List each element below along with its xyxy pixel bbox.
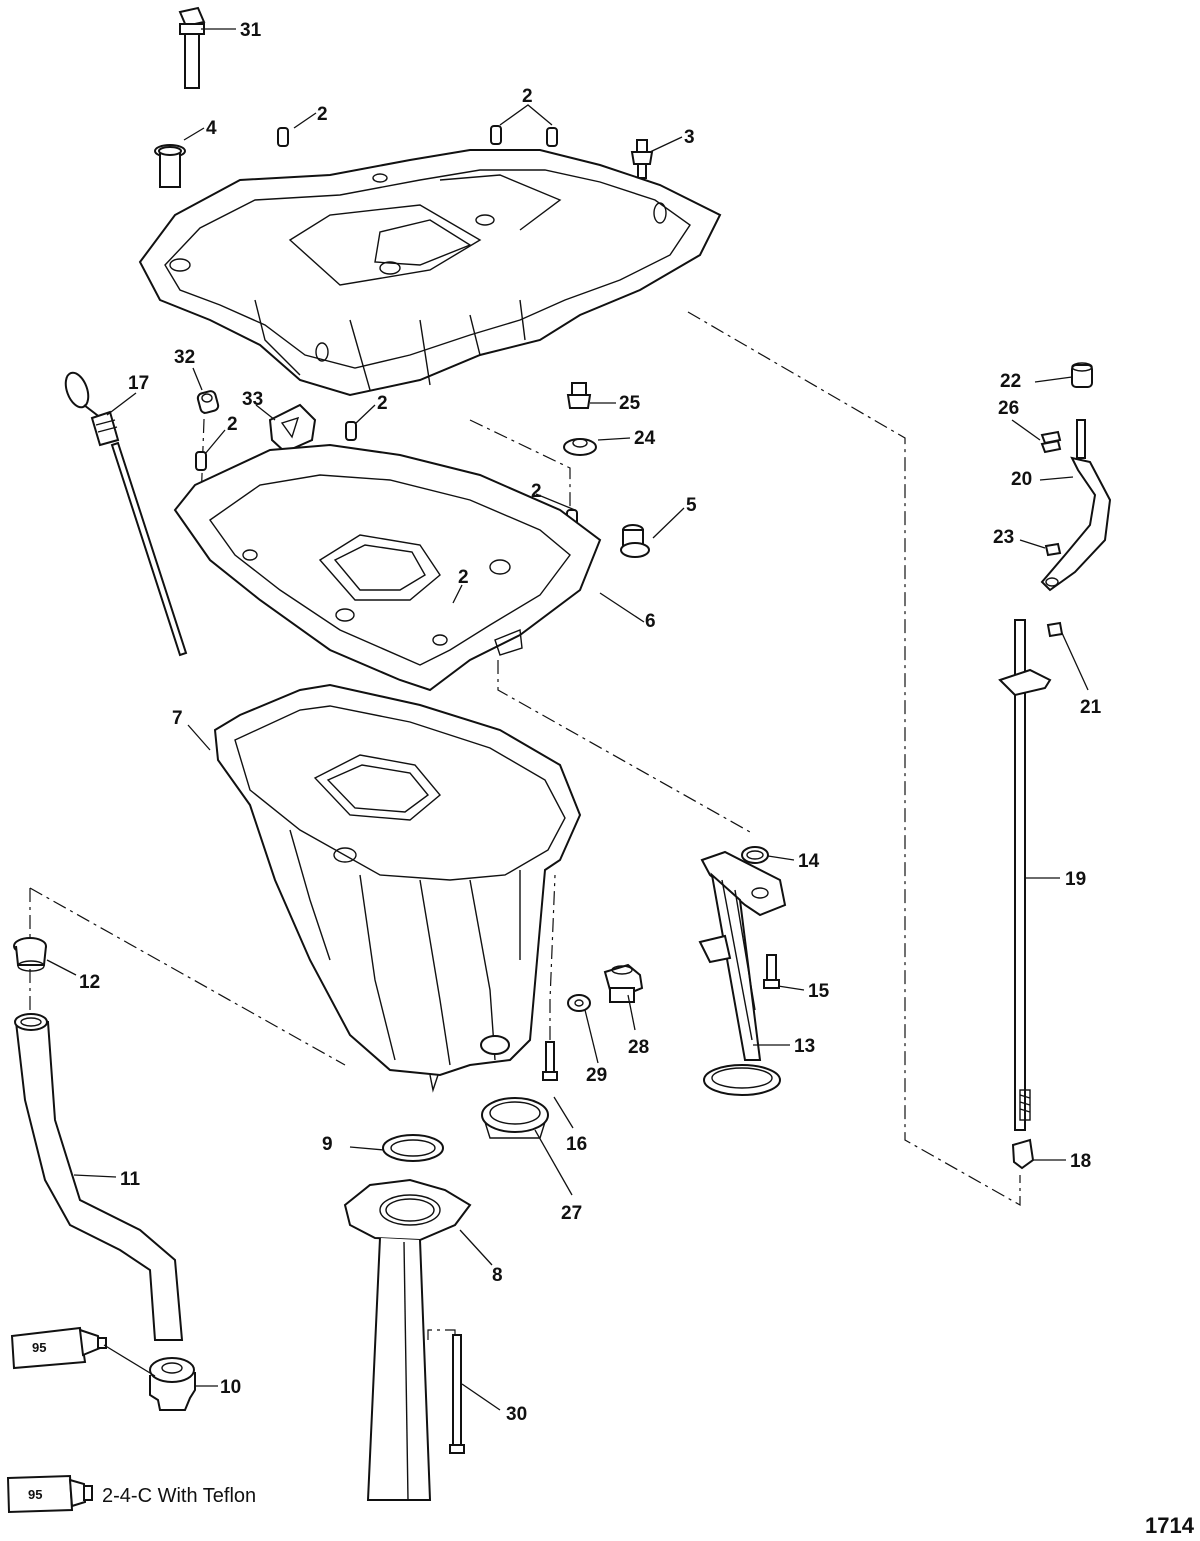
dowel-pins-top xyxy=(277,125,558,147)
washer-29 xyxy=(567,994,591,1012)
callout-17: 17 xyxy=(128,373,149,394)
callout-30: 30 xyxy=(506,1404,527,1425)
exhaust-tube-8 xyxy=(343,1178,472,1501)
callout-22: 22 xyxy=(1000,371,1021,392)
drain-plug-28 xyxy=(603,963,644,1003)
figure-number: 1714 xyxy=(1145,1513,1195,1538)
callout-26: 26 xyxy=(998,398,1019,419)
callout-32: 32 xyxy=(174,347,195,368)
callout-33: 33 xyxy=(242,389,263,410)
oring-14 xyxy=(741,846,769,864)
callout-28: 28 xyxy=(628,1037,649,1058)
callout-21: 21 xyxy=(1080,697,1102,718)
callout-5: 5 xyxy=(686,495,697,516)
bolt-30 xyxy=(449,1334,465,1454)
callout-11: 11 xyxy=(120,1169,141,1190)
callout-9: 9 xyxy=(322,1134,333,1155)
callout-3: 3 xyxy=(684,127,695,148)
callout-7: 7 xyxy=(172,708,183,729)
seal-9 xyxy=(382,1134,444,1162)
legend-tube-number: 95 xyxy=(28,1487,42,1502)
fitting-3 xyxy=(630,139,654,179)
sealant-tube-on-part10 xyxy=(10,1326,107,1370)
leader-lines xyxy=(46,28,1089,1411)
callout-2: 2 xyxy=(458,567,469,588)
callout-12: 12 xyxy=(79,972,100,993)
callout-6: 6 xyxy=(645,611,656,632)
gasket-6 xyxy=(173,443,602,692)
callout-29: 29 xyxy=(586,1065,607,1086)
callout-numbers: 31 2 2 4 3 32 17 33 2 2 25 24 2 5 2 6 7 … xyxy=(79,20,1102,1425)
callout-18: 18 xyxy=(1070,1151,1091,1172)
callout-15: 15 xyxy=(808,981,830,1002)
callout-2: 2 xyxy=(227,414,238,435)
legend-sealant-tube xyxy=(6,1474,93,1514)
callout-10: 10 xyxy=(220,1377,241,1398)
callout-2: 2 xyxy=(531,481,542,502)
oil-pickup-13 xyxy=(698,850,787,1096)
callout-2: 2 xyxy=(522,86,533,107)
seal-27 xyxy=(481,1097,549,1139)
callout-31: 31 xyxy=(240,20,262,41)
callout-8: 8 xyxy=(492,1265,503,1286)
grommet-24 xyxy=(563,438,597,456)
right-linkage-assembly xyxy=(998,362,1112,1170)
fitting-25 xyxy=(566,382,592,409)
callout-19: 19 xyxy=(1065,869,1086,890)
callout-24: 24 xyxy=(634,428,656,449)
adapter-plate xyxy=(138,149,722,397)
callout-20: 20 xyxy=(1011,469,1032,490)
hose-11 xyxy=(14,1013,184,1341)
callout-4: 4 xyxy=(206,118,217,139)
oil-pan-7 xyxy=(213,683,582,1093)
grommet-33 xyxy=(268,403,317,454)
callout-2: 2 xyxy=(317,104,328,125)
dipstick-17 xyxy=(64,371,188,657)
grommet-10 xyxy=(149,1357,196,1411)
callout-13: 13 xyxy=(794,1036,815,1057)
bolt-15 xyxy=(763,954,780,989)
tube-label-part10: 95 xyxy=(32,1340,46,1355)
sleeve-4 xyxy=(154,144,186,188)
plug-5 xyxy=(620,524,650,558)
grommet-12 xyxy=(13,937,47,972)
callout-16: 16 xyxy=(566,1134,587,1155)
callout-27: 27 xyxy=(561,1203,582,1224)
legend-sealant-label: 2-4-C With Teflon xyxy=(102,1485,256,1507)
callout-25: 25 xyxy=(619,393,641,414)
callout-14: 14 xyxy=(798,851,820,872)
bolt-16 xyxy=(542,1041,558,1081)
bolt-31 xyxy=(178,6,206,89)
callout-23: 23 xyxy=(993,527,1014,548)
callout-2: 2 xyxy=(377,393,388,414)
bushing-32 xyxy=(196,390,220,414)
